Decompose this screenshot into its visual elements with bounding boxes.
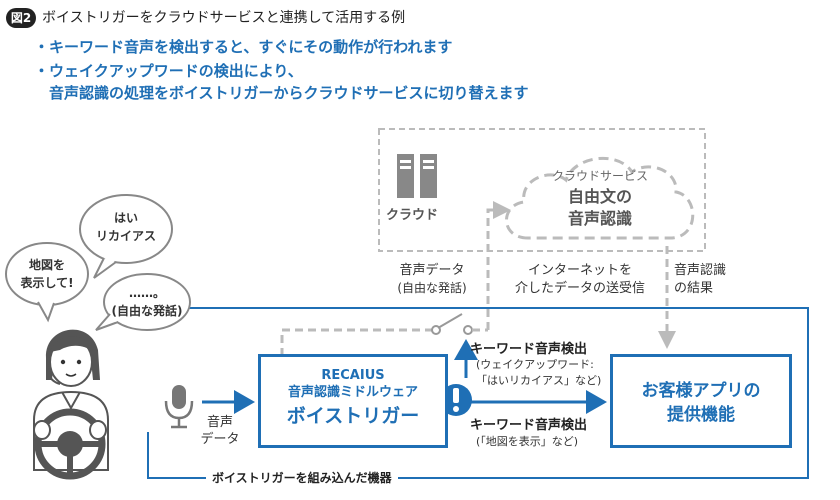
bubble-free — [95, 273, 191, 331]
customer-app-line1: お客様アプリの — [641, 381, 761, 401]
microphone-icon — [164, 385, 194, 429]
bubble-free-line1: ……。 — [128, 286, 165, 300]
voice-data-path — [280, 328, 432, 356]
bullet-3: 音声認識の処理をボイストリガーからクラウドサービスに切り替えます — [34, 84, 529, 102]
cloud-label: クラウド — [386, 208, 439, 223]
figure-badge: 図2 — [6, 8, 36, 28]
bullet-1: ・キーワード音声を検出すると、すぐにその動作が行われます — [34, 38, 453, 56]
voice-trigger-box: RECAIUS 音声認識ミドルウェア ボイストリガー — [258, 354, 448, 448]
voice-trigger-line3: ボイストリガー — [286, 405, 420, 427]
voice-trigger-line2: 音声認識ミドルウェア — [287, 385, 418, 400]
bullet-2: ・ウェイクアップワードの検出により、 — [34, 62, 303, 80]
voice-data-label-line1: 音声データ — [399, 263, 465, 278]
internet-label-line2: 介したデータの送受信 — [514, 281, 645, 296]
bubble-map-line2: 表示して! — [20, 276, 74, 290]
keyword-top-title: キーワード音声検出 — [470, 342, 588, 357]
figure-title: ボイストリガーをクラウドサービスと連携して活用する例 — [42, 10, 406, 26]
switch-contact-right — [463, 325, 473, 335]
cloud-shape — [505, 156, 695, 240]
device-label: ボイストリガーを組み込んだ機器 — [206, 469, 398, 487]
server-icon — [397, 154, 437, 198]
bubble-map — [5, 242, 89, 323]
bubble-hai — [79, 194, 173, 279]
bubble-map-line1: 地図を — [28, 258, 65, 272]
upload-path — [486, 201, 511, 330]
cloud-service-title: クラウドサービス — [551, 169, 648, 183]
mic-label-line1: 音声 — [206, 415, 233, 430]
keyword-bottom-title: キーワード音声検出 — [470, 418, 588, 433]
cloud-area-frame — [378, 128, 706, 252]
keyword-top-sub1: (ウェイクアップワード: — [476, 358, 594, 371]
customer-app-line2: 提供機能 — [667, 405, 735, 425]
voice-data-label-line2: (自由な発話) — [397, 281, 467, 295]
mic-label-line2: データ — [200, 432, 240, 447]
keyword-top-sub2: 「はいリカイアス」など) — [476, 374, 602, 387]
keyword-bottom-sub: (「地図を表示」など) — [476, 435, 579, 448]
voice-trigger-line1: RECAIUS — [321, 368, 385, 383]
bubble-hai-line2: リカイアス — [95, 229, 156, 243]
customer-app-box: お客様アプリの 提供機能 — [610, 354, 792, 448]
cloud-service-line2: 音声認識 — [567, 209, 632, 228]
exclamation-icon — [440, 384, 472, 416]
internet-label-line1: インターネットを — [527, 263, 632, 278]
device-frame — [147, 307, 809, 479]
bubble-free-line2: (自由な発話) — [111, 304, 183, 318]
driver-illustration — [33, 329, 109, 480]
result-label-line1: 音声認識 — [674, 263, 727, 278]
cloud-service-line1: 自由文の — [567, 187, 632, 206]
bubble-hai-line1: はい — [113, 211, 138, 225]
switch-lever — [437, 313, 463, 329]
result-label-line2: の結果 — [674, 281, 714, 296]
